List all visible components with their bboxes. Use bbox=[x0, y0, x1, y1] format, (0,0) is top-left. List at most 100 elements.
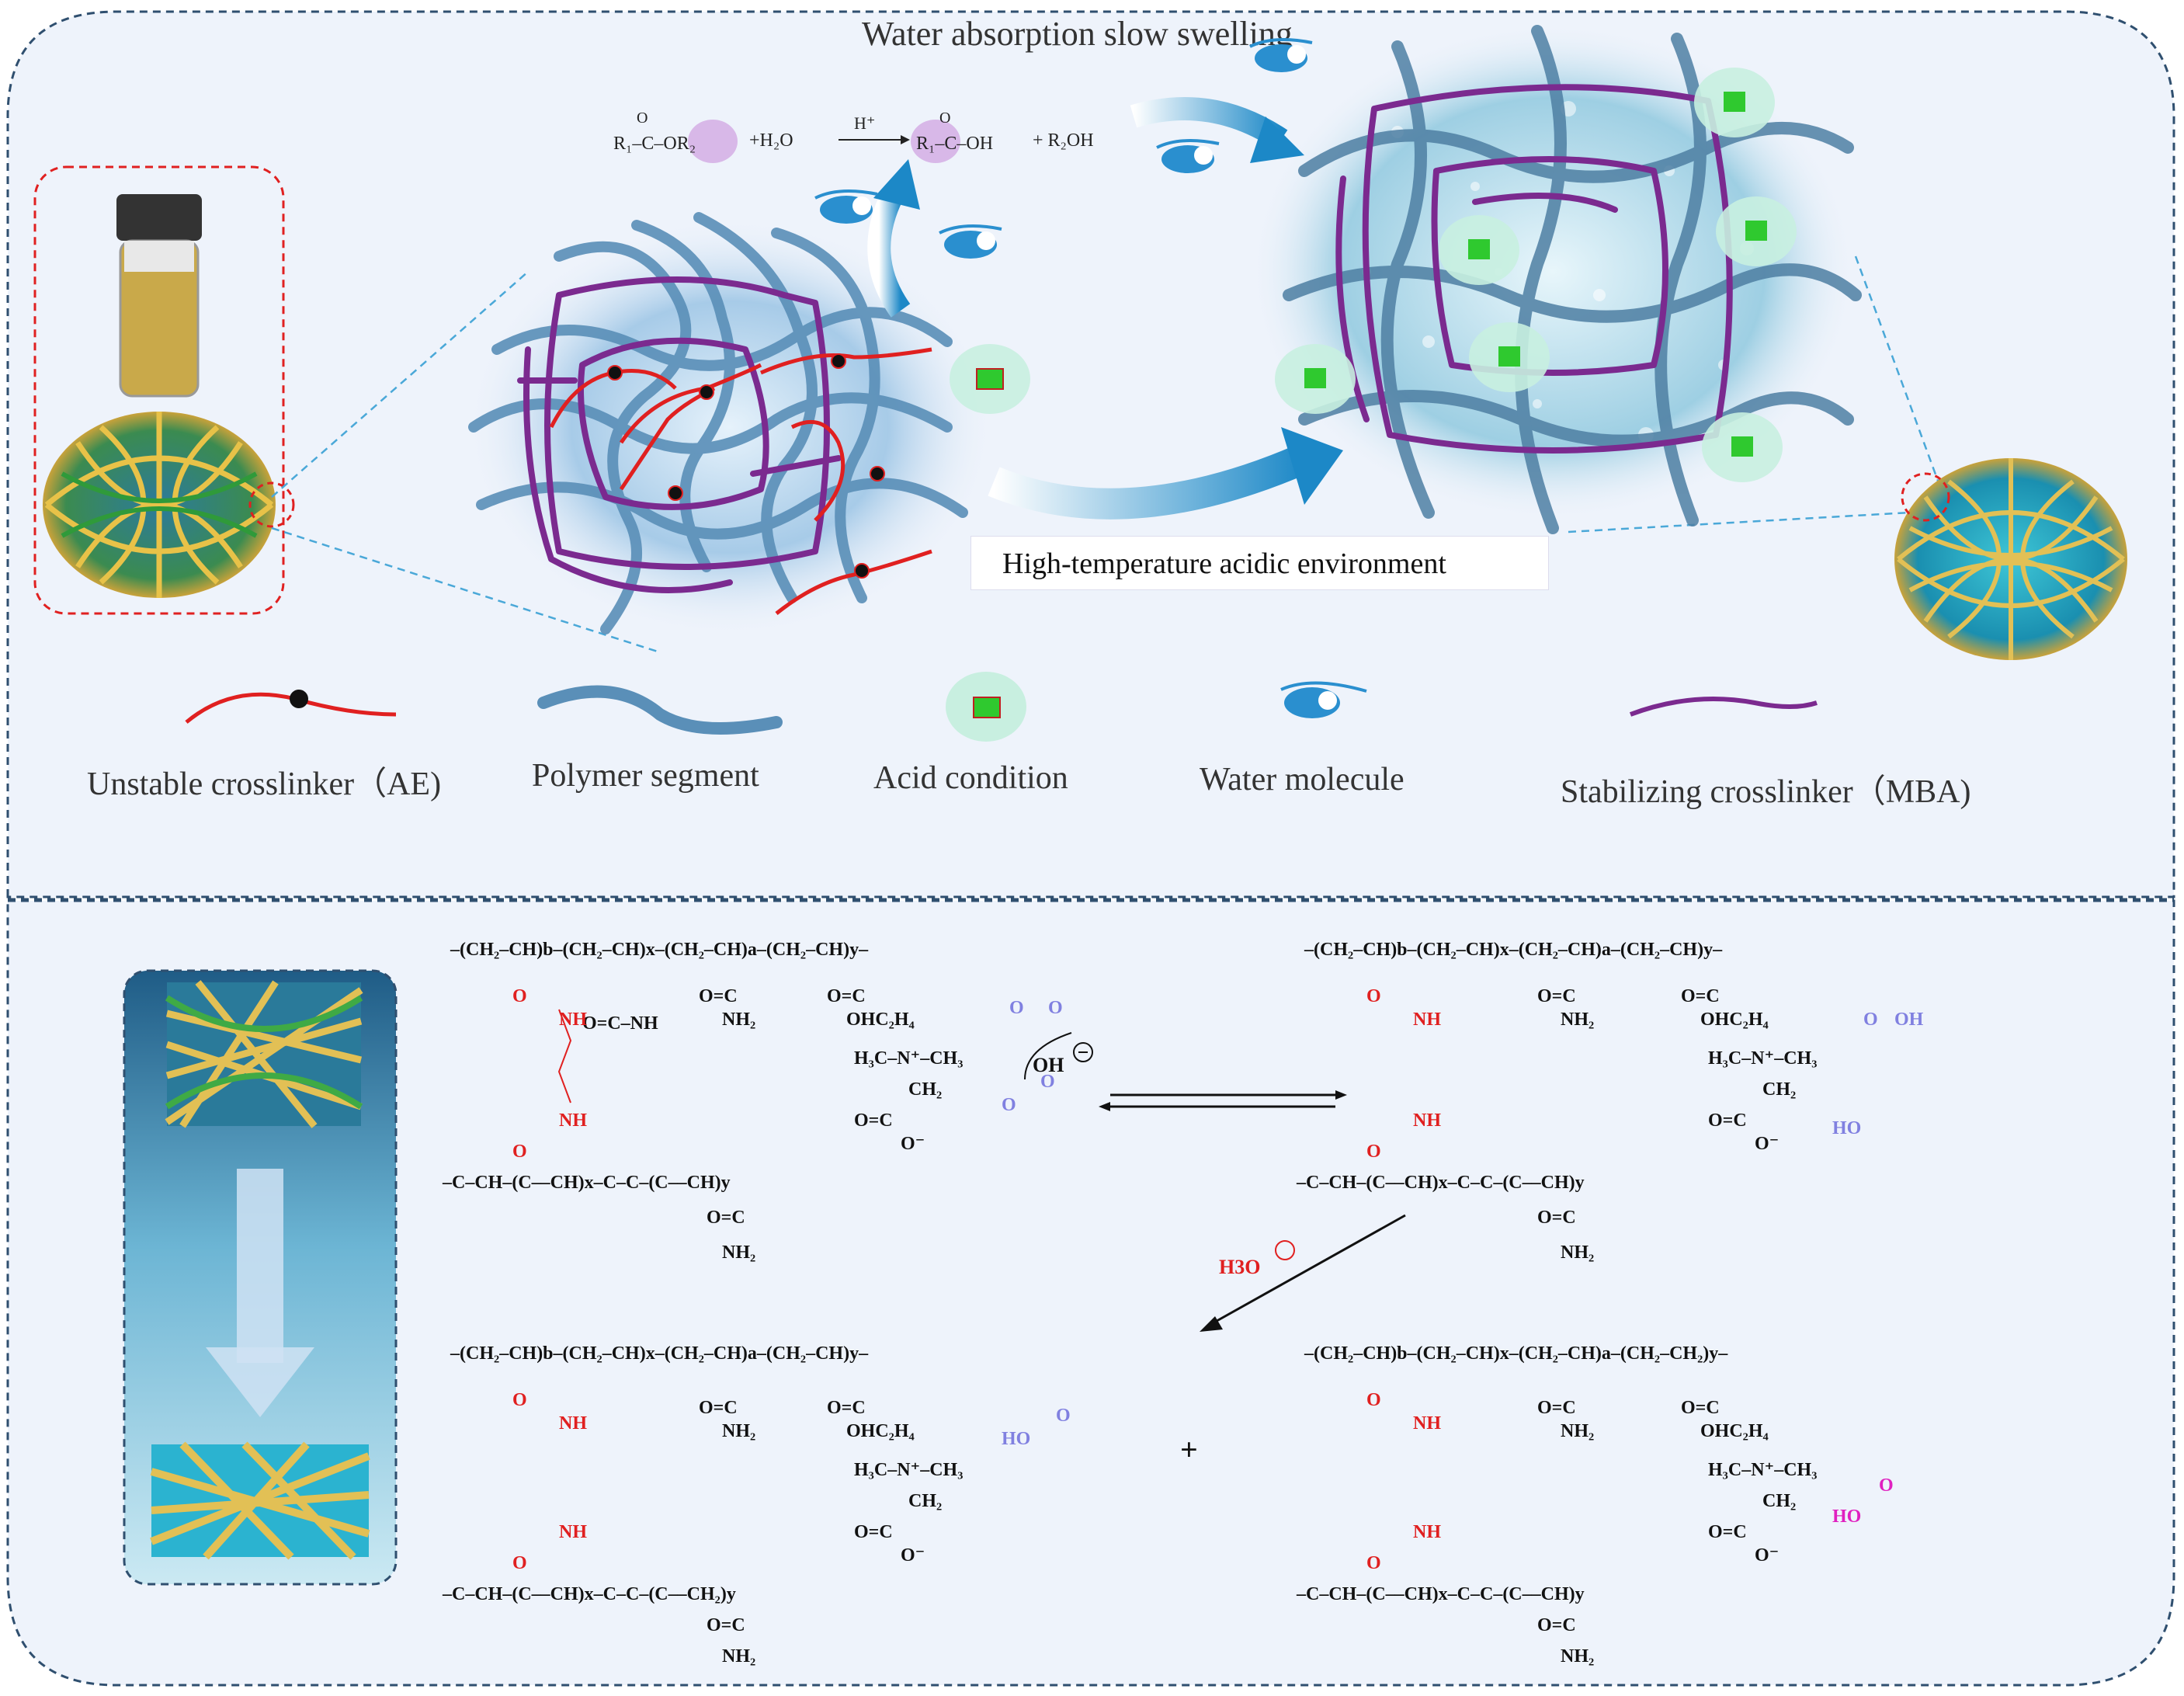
svg-text:NH: NH bbox=[559, 1010, 587, 1030]
dry-fiber-image bbox=[165, 980, 363, 1128]
svg-text:NH: NH bbox=[559, 1110, 587, 1131]
legend-icons bbox=[185, 672, 1818, 742]
svg-text:OHC₂H₄: OHC₂H₄ bbox=[846, 1010, 915, 1030]
polymer-structure-3: –(CH₂–CH)b–(CH₂–CH)x–(CH₂–CH)a–(CH₂–CH)y… bbox=[442, 1343, 963, 1666]
svg-text:NH₂: NH₂ bbox=[1561, 1242, 1594, 1263]
plus-sign: + bbox=[1180, 1432, 1198, 1467]
svg-text:OHC₂H₄: OHC₂H₄ bbox=[846, 1421, 915, 1441]
svg-text:O: O bbox=[1009, 998, 1024, 1018]
svg-text:O=C: O=C bbox=[827, 1398, 866, 1418]
polymer-structure-2: –(CH₂–CH)b–(CH₂–CH)x–(CH₂–CH)a–(CH₂–CH)y… bbox=[1296, 940, 1817, 1263]
svg-text:–(CH₂–CH)b–(CH₂–CH)x–(CH₂–CH)a: –(CH₂–CH)b–(CH₂–CH)x–(CH₂–CH)a–(CH₂–CH)y… bbox=[1304, 940, 1723, 960]
svg-text:O=C: O=C bbox=[827, 986, 866, 1006]
svg-text:H₃C–N⁺–CH₃: H₃C–N⁺–CH₃ bbox=[854, 1048, 963, 1069]
svg-text:NH₂: NH₂ bbox=[722, 1421, 755, 1441]
svg-text:NH₂: NH₂ bbox=[1561, 1646, 1594, 1666]
svg-text:O=C: O=C bbox=[854, 1110, 893, 1131]
polymer-segment-icon bbox=[537, 685, 783, 735]
svg-text:NH: NH bbox=[559, 1413, 587, 1434]
svg-text:CH₂: CH₂ bbox=[1762, 1491, 1796, 1511]
bottle-icon bbox=[116, 194, 202, 398]
svg-text:NH₂: NH₂ bbox=[722, 1646, 755, 1666]
purple-crosslinker-icon bbox=[1629, 697, 1818, 717]
svg-text:NH: NH bbox=[1413, 1010, 1441, 1030]
hydrolysis-mechanism: –(CH₂–CH)b–(CH₂–CH)x–(CH₂–CH)a–(CH₂–CH)y… bbox=[442, 940, 1924, 1666]
svg-text:–(CH₂–CH)b–(CH₂–CH)x–(CH₂–CH)a: –(CH₂–CH)b–(CH₂–CH)x–(CH₂–CH)a–(CH₂–CH)y… bbox=[450, 1343, 869, 1364]
svg-text:O: O bbox=[637, 109, 648, 127]
svg-text:NH₂: NH₂ bbox=[722, 1010, 755, 1030]
swollen-network bbox=[1250, 23, 1862, 534]
svg-text:R₁–C–OH: R₁–C–OH bbox=[916, 134, 993, 154]
ae-crosslinker-1: O NH NH O bbox=[512, 986, 587, 1162]
svg-text:O: O bbox=[512, 986, 527, 1006]
svg-text:O=C: O=C bbox=[1537, 1208, 1576, 1228]
svg-text:O: O bbox=[1366, 1553, 1381, 1573]
svg-text:O: O bbox=[512, 1390, 527, 1410]
svg-text:O=C: O=C bbox=[1537, 1398, 1576, 1418]
svg-text:O: O bbox=[1879, 1475, 1894, 1496]
svg-text:O: O bbox=[1056, 1406, 1071, 1426]
hydronium-label: H3O bbox=[1219, 1256, 1260, 1278]
svg-text:O: O bbox=[1863, 1010, 1878, 1030]
svg-text:NH: NH bbox=[1413, 1413, 1441, 1434]
svg-text:H₃C–N⁺–CH₃: H₃C–N⁺–CH₃ bbox=[1708, 1460, 1817, 1480]
svg-text:O=C: O=C bbox=[1708, 1110, 1747, 1131]
water-molecule-icon bbox=[1280, 681, 1367, 718]
initial-network bbox=[466, 212, 994, 637]
polymer-structure-4: –(CH₂–CH)b–(CH₂–CH)x–(CH₂–CH)a–(CH₂–CH₂)… bbox=[1296, 1343, 1817, 1666]
legend-label-mba: Stabilizing crosslinker（MBA) bbox=[1561, 774, 1971, 810]
svg-text:O=C: O=C bbox=[1537, 986, 1576, 1006]
svg-text:HO: HO bbox=[1832, 1118, 1861, 1138]
svg-text:NH₂: NH₂ bbox=[1561, 1010, 1594, 1030]
svg-text:CH₂: CH₂ bbox=[1762, 1079, 1796, 1100]
svg-text:O=C: O=C bbox=[1708, 1522, 1747, 1542]
legend-label-acid: Acid condition bbox=[873, 760, 1068, 796]
svg-text:CH₂: CH₂ bbox=[908, 1491, 942, 1511]
svg-text:O: O bbox=[1366, 986, 1381, 1006]
svg-text:–(CH₂–CH)b–(CH₂–CH)x–(CH₂–CH)a: –(CH₂–CH)b–(CH₂–CH)x–(CH₂–CH)a–(CH₂–CH)y… bbox=[450, 940, 869, 960]
sample-inset bbox=[33, 165, 295, 615]
svg-text:NH₂: NH₂ bbox=[1561, 1421, 1594, 1441]
top-title: Water absorption slow swelling bbox=[862, 15, 1293, 53]
acid-bubble-icon bbox=[946, 672, 1026, 742]
svg-text:O: O bbox=[1048, 998, 1063, 1018]
svg-text:O: O bbox=[512, 1553, 527, 1573]
svg-text:H₃C–N⁺–CH₃: H₃C–N⁺–CH₃ bbox=[854, 1460, 963, 1480]
ester-hydrolysis-equation: R₁–C–OR₂ O +H₂O H⁺ R₁–C–OH O + R₂OH bbox=[613, 109, 1094, 163]
svg-text:–C–CH–(C––CH)x–C–C–(C––CH)y: –C–CH–(C––CH)x–C–C–(C––CH)y bbox=[1296, 1584, 1585, 1604]
svg-text:HO: HO bbox=[1002, 1429, 1030, 1449]
underwater-panel bbox=[123, 969, 398, 1586]
svg-text:O=C: O=C bbox=[1537, 1615, 1576, 1635]
svg-text:NH: NH bbox=[1413, 1110, 1441, 1131]
svg-text:+ R₂OH: + R₂OH bbox=[1033, 130, 1094, 151]
svg-text:O: O bbox=[1366, 1142, 1381, 1162]
svg-text:OHC₂H₄: OHC₂H₄ bbox=[1700, 1010, 1769, 1030]
svg-text:O: O bbox=[1366, 1390, 1381, 1410]
svg-text:CH₂: CH₂ bbox=[908, 1079, 942, 1100]
legend-label-water: Water molecule bbox=[1200, 762, 1404, 798]
svg-text:–C–CH–(C––CH)x–C–C–(C––CH)y: –C–CH–(C––CH)x–C–C–(C––CH)y bbox=[442, 1173, 731, 1193]
red-crosslinker-icon bbox=[185, 690, 397, 724]
svg-text:O: O bbox=[939, 109, 950, 127]
svg-text:O⁻: O⁻ bbox=[901, 1134, 925, 1154]
down-arrow-icon bbox=[206, 1169, 314, 1417]
svg-text:O=C: O=C bbox=[1681, 1398, 1720, 1418]
svg-text:O⁻: O⁻ bbox=[1755, 1545, 1779, 1566]
svg-text:OHC₂H₄: OHC₂H₄ bbox=[1700, 1421, 1769, 1441]
svg-text:O=C: O=C bbox=[699, 1398, 738, 1418]
swollen-fiber-image bbox=[150, 1441, 370, 1560]
svg-text:NH: NH bbox=[559, 1522, 587, 1542]
svg-text:R₁–C–OR₂: R₁–C–OR₂ bbox=[613, 134, 696, 154]
svg-text:O: O bbox=[1002, 1095, 1016, 1115]
svg-text:–C–CH–(C––CH)x–C–C–(C––CH)y: –C–CH–(C––CH)x–C–C–(C––CH)y bbox=[1296, 1173, 1585, 1193]
svg-text:O=C–NH: O=C–NH bbox=[582, 1013, 658, 1034]
svg-text:H₃C–N⁺–CH₃: H₃C–N⁺–CH₃ bbox=[1708, 1048, 1817, 1069]
environment-label: High-temperature acidic environment bbox=[970, 536, 1549, 590]
svg-text:O⁻: O⁻ bbox=[1755, 1134, 1779, 1154]
swollen-gel-sphere bbox=[1894, 458, 2127, 660]
svg-text:O: O bbox=[512, 1142, 527, 1162]
gel-sphere-icon bbox=[43, 412, 295, 598]
svg-text:O=C: O=C bbox=[1681, 986, 1720, 1006]
polymer-structure-1: –(CH₂–CH)b–(CH₂–CH)x–(CH₂–CH)a–(CH₂–CH)y… bbox=[442, 940, 963, 1263]
